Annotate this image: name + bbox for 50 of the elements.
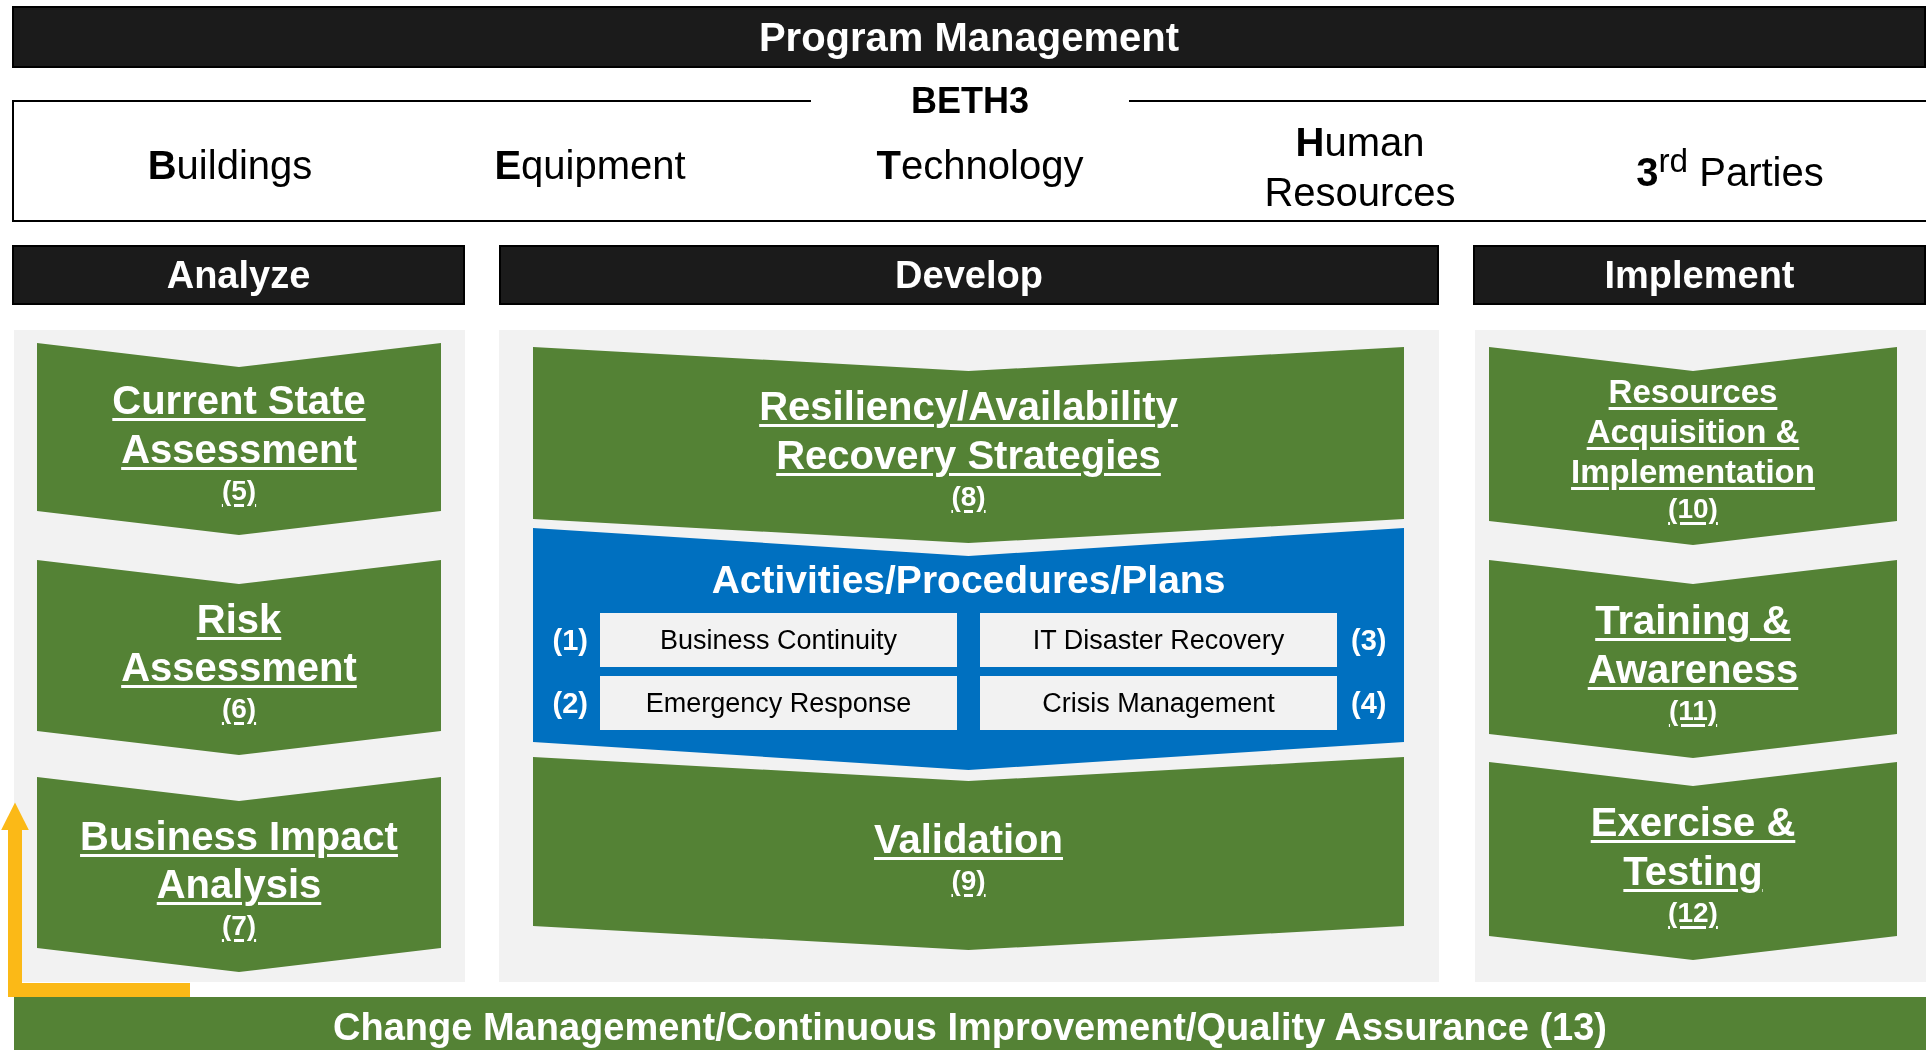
step-number: (9) xyxy=(951,863,986,898)
banner-bar xyxy=(14,997,1926,1050)
item-number: (4) xyxy=(1351,686,1387,720)
step-title: Resources Acquisition & Implementation xyxy=(1570,371,1816,493)
step-title: Current State Assessment xyxy=(111,377,367,473)
step-number: (12) xyxy=(1668,895,1718,930)
chevron-shape xyxy=(1489,347,1897,545)
step-title: Business Impact Analysis xyxy=(79,812,399,909)
step-number: (6) xyxy=(221,692,257,727)
item-number: (1) xyxy=(552,623,588,657)
chevron-shape xyxy=(533,757,1404,950)
chevron-shape xyxy=(1489,762,1897,960)
step-number: (10) xyxy=(1668,492,1718,527)
chevron-shape xyxy=(37,560,441,755)
category-label: Equipment xyxy=(493,142,687,189)
chevron-shape xyxy=(533,528,1404,770)
category-label: Human Resources xyxy=(1263,119,1457,216)
header-label: Develop xyxy=(895,253,1043,297)
step-title: Validation xyxy=(874,816,1063,863)
header-bar xyxy=(12,245,465,305)
step-number: (5) xyxy=(221,473,257,508)
activity-label: IT Disaster Recovery xyxy=(1032,624,1285,656)
header-label: Implement xyxy=(1604,253,1795,297)
step-number: (8) xyxy=(951,479,986,514)
group-title: Activities/Procedures/Plans xyxy=(711,558,1226,602)
activity-label: Business Continuity xyxy=(659,624,898,656)
category-label: Technology xyxy=(875,142,1085,189)
step-title: Resiliency/Availability Recovery Strategies xyxy=(758,383,1179,479)
step-title: Exercise & Testing xyxy=(1589,799,1797,895)
category-label: Buildings xyxy=(146,142,314,189)
arrow xyxy=(1,802,190,997)
header-bar xyxy=(1473,245,1926,305)
item-number: (3) xyxy=(1351,623,1387,657)
header-bar xyxy=(12,6,1926,68)
header-label: Program Management xyxy=(758,14,1180,60)
chevron-shape xyxy=(1489,560,1897,758)
category-label: 3$^{rd}$ Parties xyxy=(1635,141,1825,197)
item-number: (2) xyxy=(552,686,588,720)
step-number: (7) xyxy=(221,909,257,944)
chevron-shape xyxy=(533,347,1404,543)
activity-label: Emergency Response xyxy=(645,687,912,719)
step-title: Training & Awareness xyxy=(1586,597,1800,693)
chevron-shape xyxy=(37,343,441,535)
step-title: Risk Assessment xyxy=(120,595,358,692)
header-bar xyxy=(499,245,1439,305)
chevron-shape xyxy=(37,777,441,972)
header-label: Analyze xyxy=(166,253,311,297)
activity-label: Crisis Management xyxy=(1042,687,1275,719)
step-number: (11) xyxy=(1668,693,1718,728)
header-label: Change Management/Continuous Improvement/Quality Assurance (13) xyxy=(333,1005,1607,1049)
